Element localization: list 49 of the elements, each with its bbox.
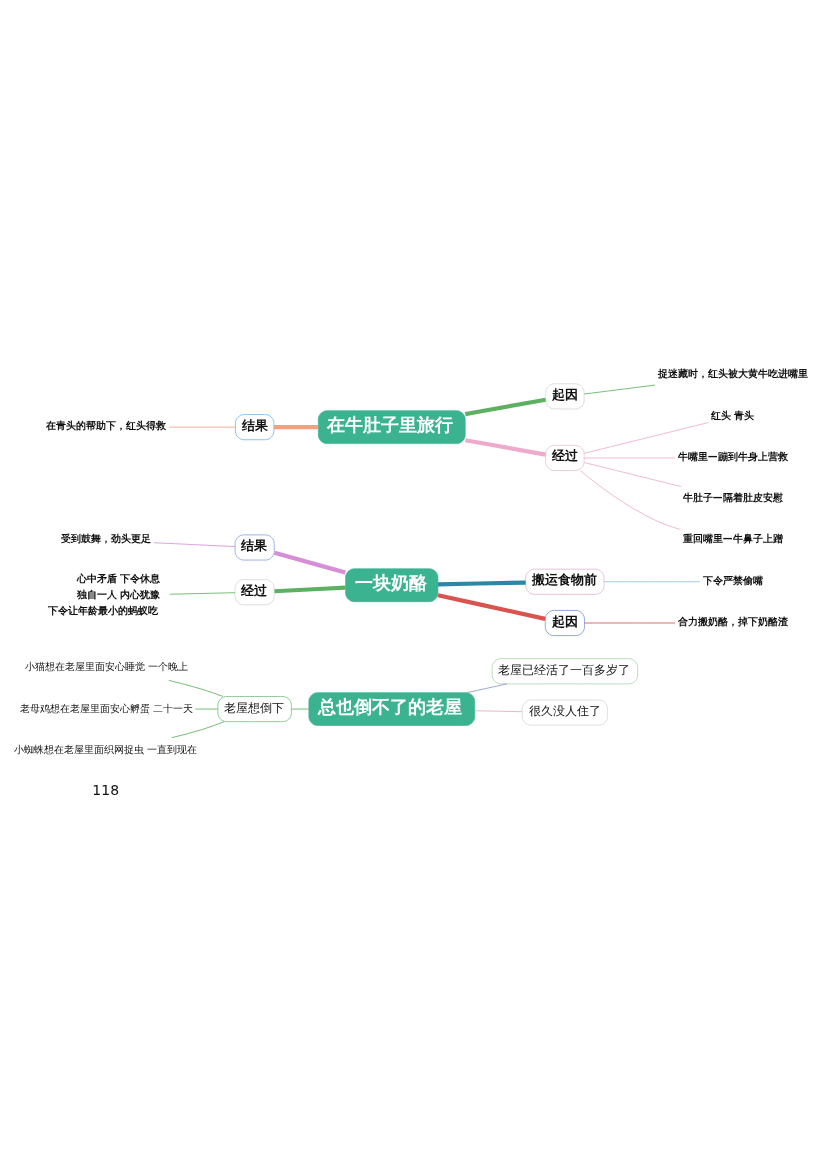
connector — [583, 462, 682, 488]
node-box: 经过 — [545, 445, 585, 471]
node-box: 经过 — [234, 579, 275, 606]
connector — [464, 438, 546, 457]
node-text: 在青头的帮助下，红头得救 — [45, 420, 166, 432]
connector — [291, 708, 310, 710]
node-text: 合力搬奶酪，掉下奶酪渣 — [677, 615, 788, 627]
node-box: 总也倒不了的老屋 — [308, 692, 475, 726]
node-box: 很久没人住了 — [521, 699, 608, 726]
node-text: 心中矛盾 下令休息 独自一人 内心犹豫 下令让年龄最小的蚂蚁吃 — [47, 571, 161, 616]
node-box: 老屋已经活了一百多岁了 — [491, 658, 638, 685]
connector — [464, 397, 546, 417]
connector — [168, 426, 236, 428]
connector — [168, 679, 224, 697]
node-box: 起因 — [545, 383, 585, 410]
label: 118 — [92, 782, 120, 799]
node-box: 结果 — [234, 534, 275, 561]
node-text: 红头 青头 — [711, 409, 755, 421]
connector — [274, 585, 346, 594]
connector — [194, 708, 219, 710]
connector — [169, 592, 236, 595]
connector — [171, 721, 225, 739]
node-text: 小蜘蛛想在老屋里面织网捉虫 一直到现在 — [14, 743, 198, 755]
node-box: 结果 — [235, 414, 275, 441]
connector — [583, 457, 676, 459]
connector — [474, 710, 523, 713]
node-text: 受到鼓舞，劲头更足 — [60, 533, 151, 545]
node-box: 搬运食物前 — [525, 568, 605, 595]
connector — [273, 425, 319, 430]
node-text: 小猫想在老屋里面安心睡觉 一个晚上 — [24, 661, 188, 673]
connector — [466, 683, 508, 694]
connector — [153, 542, 236, 547]
node-text: 下令严禁偷嘴 — [702, 574, 763, 586]
node-box: 起因 — [544, 610, 585, 636]
node-box: 老屋想倒下 — [217, 696, 292, 722]
connector — [583, 422, 709, 454]
node-box: 一块奶酪 — [345, 568, 439, 603]
connector — [273, 550, 346, 575]
node-text: 牛肚子—隔着肚皮安慰 — [682, 492, 783, 504]
connector — [438, 580, 526, 587]
connector — [580, 470, 681, 530]
connector — [437, 593, 546, 621]
connector — [583, 384, 656, 395]
connector — [603, 581, 701, 583]
node-text: 老母鸡想在老屋里面安心孵蛋 二十一天 — [19, 702, 193, 714]
node-text: 重回嘴里—牛鼻子上蹭 — [682, 533, 783, 545]
node-text: 捉迷藏时，红头被大黄牛吃进嘴里 — [657, 368, 808, 380]
node-box: 在牛肚子里旅行 — [317, 410, 466, 444]
node-text: 牛嘴里—蹦到牛身上营救 — [677, 450, 788, 462]
